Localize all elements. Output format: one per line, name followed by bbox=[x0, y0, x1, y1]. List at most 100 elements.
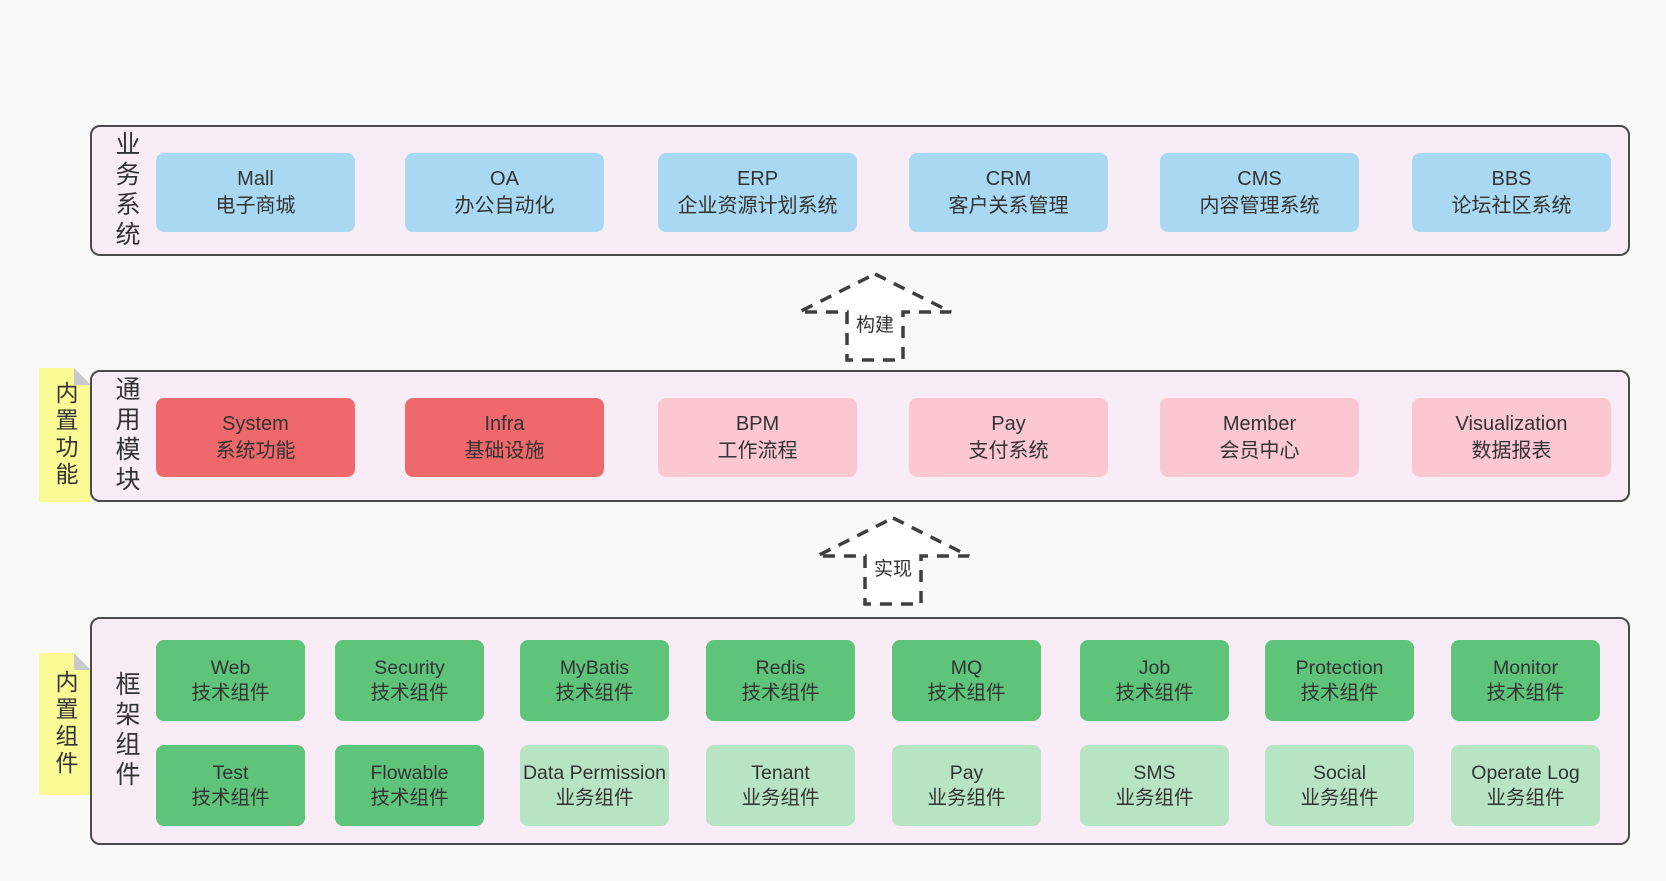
box-oa: OA 办公自动化 bbox=[405, 153, 604, 232]
box-title: MyBatis bbox=[559, 656, 630, 679]
box-subtitle: 基础设施 bbox=[464, 439, 545, 462]
box-title: Protection bbox=[1295, 656, 1384, 679]
box-subtitle: 支付系统 bbox=[968, 439, 1049, 462]
box-subtitle: 技术组件 bbox=[927, 681, 1006, 704]
box-title: System bbox=[222, 412, 289, 435]
box-subtitle: 技术组件 bbox=[370, 681, 449, 704]
box-title: CMS bbox=[1237, 167, 1282, 190]
sticky-label: 内置功能 bbox=[52, 381, 78, 489]
business-systems-section: 业务系统 Mall 电子商城 OA 办公自动化 ERP 企业资源计划系统 CRM… bbox=[90, 125, 1630, 256]
sticky-note-built-in-components: 内置组件 bbox=[39, 653, 91, 795]
framework-components-section: 框架组件 Web 技术组件 Security 技术组件 MyBatis 技术组件… bbox=[90, 617, 1630, 845]
up-arrow-icon: 构建 bbox=[798, 272, 952, 362]
box-social: Social 业务组件 bbox=[1265, 745, 1414, 826]
section-label-modules: 通用模块 bbox=[112, 376, 140, 496]
box-web: Web 技术组件 bbox=[156, 640, 305, 721]
box-subtitle: 工作流程 bbox=[717, 439, 798, 462]
arrow-label: 构建 bbox=[856, 314, 894, 336]
box-title: Data Permission bbox=[522, 761, 667, 784]
box-cms: CMS 内容管理系统 bbox=[1160, 153, 1359, 232]
box-subtitle: 技术组件 bbox=[191, 786, 270, 809]
box-subtitle: 技术组件 bbox=[191, 681, 270, 704]
common-modules-section: 通用模块 System 系统功能 Infra 基础设施 BPM 工作流程 Pay… bbox=[90, 370, 1630, 502]
box-subtitle: 技术组件 bbox=[370, 786, 449, 809]
box-title: Tenant bbox=[751, 761, 810, 784]
sticky-label: 内置组件 bbox=[52, 670, 78, 778]
box-title: Mall bbox=[237, 167, 274, 190]
box-title: Member bbox=[1222, 412, 1297, 435]
box-title: Monitor bbox=[1492, 656, 1559, 679]
box-mq: MQ 技术组件 bbox=[892, 640, 1041, 721]
box-bbs: BBS 论坛社区系统 bbox=[1412, 153, 1611, 232]
box-title: MQ bbox=[950, 656, 983, 679]
sticky-note-built-in-features: 内置功能 bbox=[39, 368, 91, 502]
box-erp: ERP 企业资源计划系统 bbox=[658, 153, 857, 232]
box-subtitle: 客户关系管理 bbox=[948, 194, 1069, 217]
box-title: Security bbox=[374, 656, 445, 679]
box-title: Visualization bbox=[1455, 412, 1568, 435]
box-subtitle: 技术组件 bbox=[1300, 681, 1379, 704]
box-flowable: Flowable 技术组件 bbox=[335, 745, 484, 826]
box-subtitle: 业务组件 bbox=[1486, 786, 1565, 809]
box-subtitle: 办公自动化 bbox=[454, 194, 555, 217]
box-subtitle: 业务组件 bbox=[741, 786, 820, 809]
box-title: CRM bbox=[985, 167, 1032, 190]
box-subtitle: 技术组件 bbox=[1486, 681, 1565, 704]
box-subtitle: 业务组件 bbox=[927, 786, 1006, 809]
box-subtitle: 电子商城 bbox=[215, 194, 296, 217]
box-subtitle: 业务组件 bbox=[1300, 786, 1379, 809]
box-visualization: Visualization 数据报表 bbox=[1412, 398, 1611, 477]
box-title: Job bbox=[1138, 656, 1171, 679]
implement-arrow: 实现 bbox=[813, 514, 973, 608]
arrow-label: 实现 bbox=[874, 558, 912, 580]
box-subtitle: 技术组件 bbox=[555, 681, 634, 704]
box-sms: SMS 业务组件 bbox=[1080, 745, 1229, 826]
box-title: Pay bbox=[991, 412, 1026, 435]
box-title: Pay bbox=[949, 761, 984, 784]
box-subtitle: 论坛社区系统 bbox=[1451, 194, 1572, 217]
box-tenant: Tenant 业务组件 bbox=[706, 745, 855, 826]
box-title: ERP bbox=[736, 167, 779, 190]
box-subtitle: 业务组件 bbox=[1115, 786, 1194, 809]
box-subtitle: 会员中心 bbox=[1219, 439, 1300, 462]
build-arrow: 构建 bbox=[795, 270, 955, 364]
section-label-components: 框架组件 bbox=[112, 671, 140, 791]
up-arrow-icon: 实现 bbox=[816, 516, 970, 606]
box-protection: Protection 技术组件 bbox=[1265, 640, 1414, 721]
box-title: OA bbox=[490, 167, 519, 190]
section-label-business: 业务系统 bbox=[112, 130, 140, 251]
box-job: Job 技术组件 bbox=[1080, 640, 1229, 721]
box-monitor: Monitor 技术组件 bbox=[1451, 640, 1600, 721]
box-title: Test bbox=[212, 761, 249, 784]
box-pay-biz: Pay 业务组件 bbox=[892, 745, 1041, 826]
box-title: BBS bbox=[1491, 167, 1532, 190]
box-title: Redis bbox=[755, 656, 806, 679]
box-redis: Redis 技术组件 bbox=[706, 640, 855, 721]
box-operate-log: Operate Log 业务组件 bbox=[1451, 745, 1600, 826]
box-mybatis: MyBatis 技术组件 bbox=[520, 640, 669, 721]
box-subtitle: 业务组件 bbox=[555, 786, 634, 809]
box-mall: Mall 电子商城 bbox=[156, 153, 355, 232]
box-subtitle: 技术组件 bbox=[1115, 681, 1194, 704]
box-title: Operate Log bbox=[1471, 761, 1580, 784]
box-member: Member 会员中心 bbox=[1160, 398, 1359, 477]
box-data-permission: Data Permission 业务组件 bbox=[520, 745, 669, 826]
box-test: Test 技术组件 bbox=[156, 745, 305, 826]
box-subtitle: 内容管理系统 bbox=[1199, 194, 1320, 217]
box-security: Security 技术组件 bbox=[335, 640, 484, 721]
box-title: SMS bbox=[1133, 761, 1176, 784]
box-crm: CRM 客户关系管理 bbox=[909, 153, 1108, 232]
box-title: BPM bbox=[735, 412, 780, 435]
box-subtitle: 企业资源计划系统 bbox=[677, 194, 838, 217]
box-infra: Infra 基础设施 bbox=[405, 398, 604, 477]
box-title: Web bbox=[210, 656, 251, 679]
box-title: Social bbox=[1312, 761, 1367, 784]
box-subtitle: 系统功能 bbox=[215, 439, 296, 462]
box-title: Infra bbox=[484, 412, 525, 435]
box-subtitle: 数据报表 bbox=[1471, 439, 1552, 462]
box-bpm: BPM 工作流程 bbox=[658, 398, 857, 477]
box-subtitle: 技术组件 bbox=[741, 681, 820, 704]
box-pay: Pay 支付系统 bbox=[909, 398, 1108, 477]
box-title: Flowable bbox=[370, 761, 449, 784]
box-system: System 系统功能 bbox=[156, 398, 355, 477]
